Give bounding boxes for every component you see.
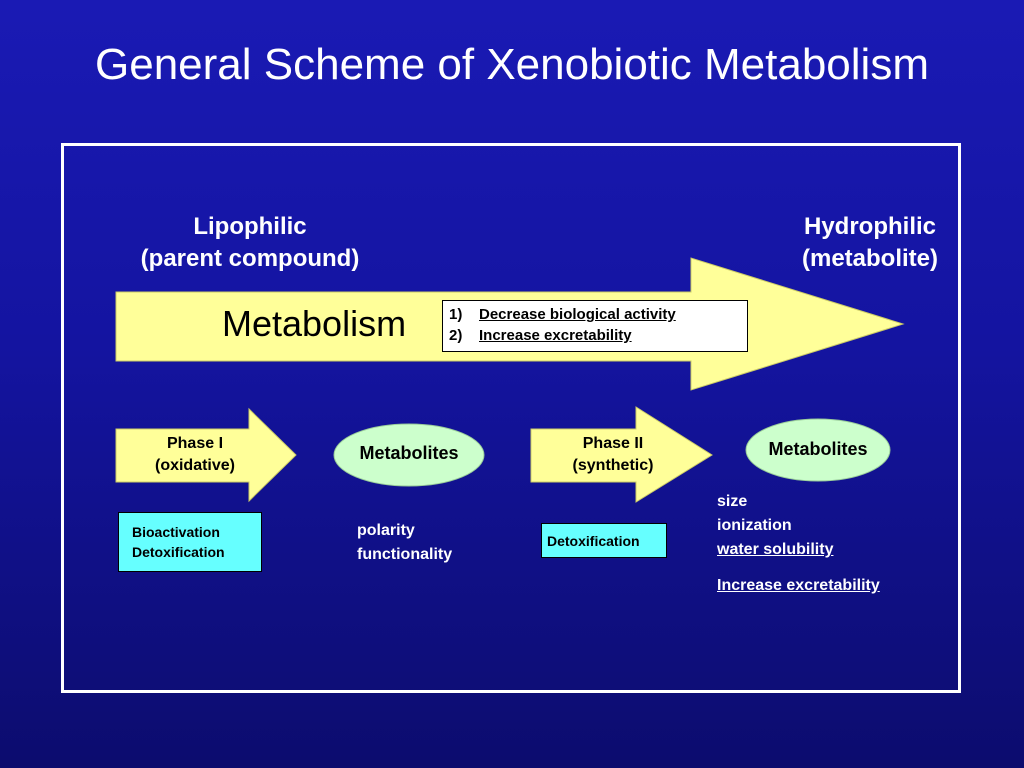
effect-item-1: 1) Decrease biological activity	[449, 304, 747, 325]
effect-item-2: 2) Increase excretability	[449, 325, 747, 346]
effects-box: 1) Decrease biological activity 2) Increas…	[442, 300, 748, 352]
metabolites-pill-2	[745, 418, 891, 482]
prop-size: size	[717, 493, 748, 510]
phase2-arrow	[530, 406, 713, 503]
phase2-box: Detoxification	[541, 523, 667, 558]
phase1-box-line1: Bioactivation	[132, 524, 220, 540]
phase1-line2: (oxidative)	[154, 457, 235, 474]
phase1-label: Phase I (oxidative)	[130, 433, 260, 477]
metabolites-pill-1	[333, 423, 485, 487]
effect-number: 1)	[449, 306, 463, 323]
lipophilic-label: Lipophilic (parent compound)	[110, 211, 390, 275]
phase1-box: Bioactivation Detoxification	[118, 512, 262, 572]
effect-number: 2)	[449, 327, 463, 344]
metabolites-label-1: Metabolites	[359, 443, 459, 463]
prop-ionization: ionization	[717, 517, 792, 534]
phase1-arrow	[115, 407, 297, 503]
slide-title: General Scheme of Xenobiotic Metabolism	[95, 40, 929, 89]
metabolism-label: Metabolism	[222, 303, 407, 344]
increase-excretability-note: Increase excretability	[717, 577, 880, 594]
diagram-frame	[61, 143, 961, 693]
phase2-line1: Phase II	[582, 435, 644, 452]
prop-water-solubility: water solubility	[717, 541, 834, 558]
effect-text: Increase excretability	[479, 327, 632, 344]
hydrophilic-label: Hydrophilic (metabolite)	[775, 211, 965, 275]
phase1-box-line2: Detoxification	[132, 544, 225, 560]
phase2-line2: (synthetic)	[572, 457, 654, 474]
hydrophilic-line1: Hydrophilic	[803, 213, 936, 240]
phase2-label: Phase II (synthetic)	[548, 433, 678, 477]
metabolite1-properties: polarity functionality	[357, 519, 452, 567]
phase1-line1: Phase I	[166, 435, 224, 452]
metabolites-label-2: Metabolites	[768, 439, 868, 459]
hydrophilic-line2: (metabolite)	[801, 245, 938, 272]
metabolite2-properties: size ionization water solubility	[717, 490, 833, 562]
prop-polarity: polarity	[357, 522, 415, 539]
prop-functionality: functionality	[357, 546, 453, 563]
lipophilic-line1: Lipophilic	[193, 213, 307, 240]
effect-text: Decrease biological activity	[479, 306, 676, 323]
lipophilic-line2: (parent compound)	[140, 245, 360, 272]
